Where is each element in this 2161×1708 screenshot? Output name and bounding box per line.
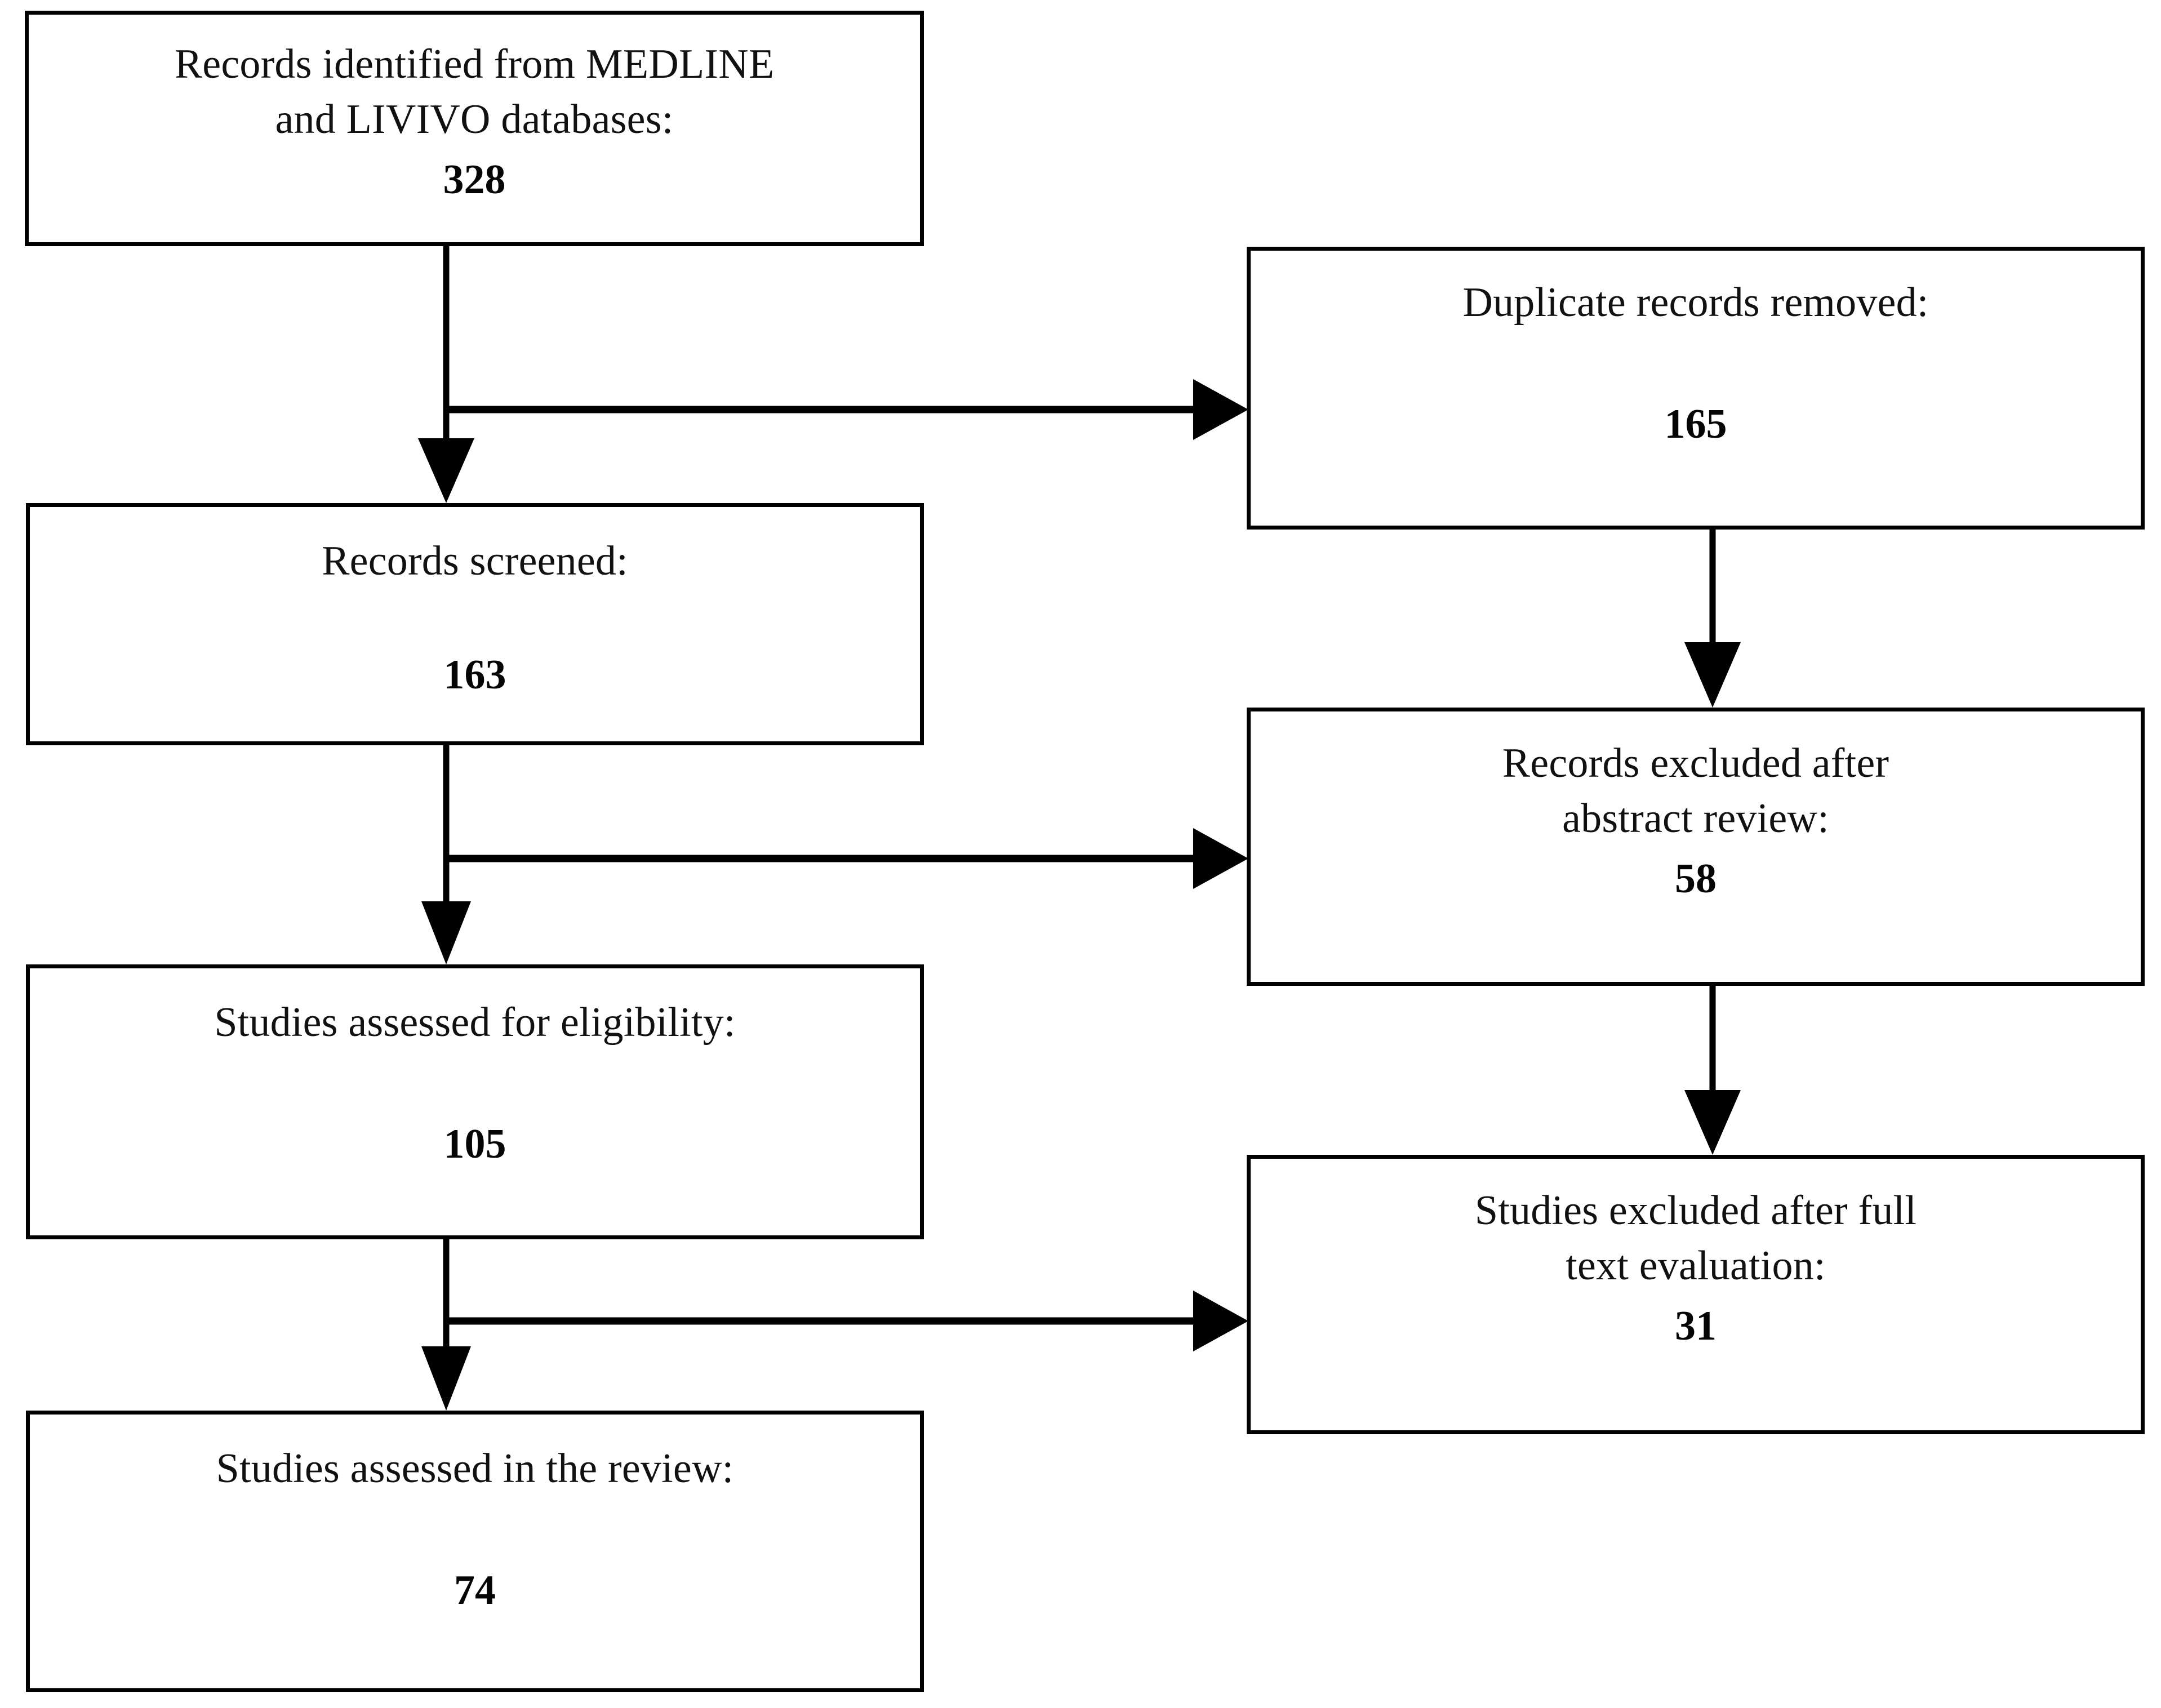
- node-duplicates-removed-count: 165: [1664, 401, 1727, 447]
- node-records-excluded-abstract-label: Records excluded after abstract review:: [1502, 740, 1889, 842]
- node-records-excluded-abstract: Records excluded after abstract review: …: [1247, 708, 2145, 986]
- connector-eligibility-to-included: [421, 1239, 471, 1411]
- node-records-identified: Records identified from MEDLINE and LIVI…: [25, 11, 924, 246]
- node-studies-eligibility-label: Studies assessed for eligibility:: [214, 999, 736, 1046]
- connector-duplicates-to-excluded-abstract: [1684, 530, 1741, 708]
- node-duplicates-removed: Duplicate records removed: 165: [1247, 247, 2145, 530]
- node-records-screened: Records screened: 163: [26, 503, 924, 745]
- node-records-screened-label: Records screened:: [322, 538, 628, 584]
- node-duplicates-removed-label: Duplicate records removed:: [1462, 279, 1929, 326]
- connector-screened-to-eligibility: [421, 745, 471, 964]
- node-records-identified-count: 328: [443, 157, 506, 203]
- connector-identified-to-duplicates: [446, 379, 1248, 440]
- node-records-identified-label: Records identified from MEDLINE and LIVI…: [174, 41, 775, 143]
- node-records-screened-count: 163: [443, 651, 506, 698]
- connector-identified-to-screened: [418, 246, 474, 503]
- node-records-excluded-abstract-count: 58: [1675, 856, 1717, 902]
- node-studies-excluded-fulltext: Studies excluded after full text evaluat…: [1247, 1155, 2145, 1434]
- connector-screened-to-excluded-abstract: [446, 828, 1248, 889]
- node-studies-eligibility-count: 105: [443, 1120, 506, 1167]
- connector-excluded-abstract-to-excluded-fulltext: [1684, 986, 1741, 1155]
- node-studies-included-label: Studies assessed in the review:: [216, 1445, 734, 1492]
- connector-eligibility-to-excluded-fulltext: [446, 1291, 1248, 1351]
- node-studies-eligibility: Studies assessed for eligibility: 105: [26, 964, 924, 1239]
- node-studies-excluded-fulltext-label: Studies excluded after full text evaluat…: [1474, 1187, 1917, 1289]
- node-studies-included: Studies assessed in the review: 74: [26, 1411, 924, 1692]
- node-studies-included-count: 74: [454, 1567, 496, 1613]
- node-studies-excluded-fulltext-count: 31: [1675, 1303, 1717, 1350]
